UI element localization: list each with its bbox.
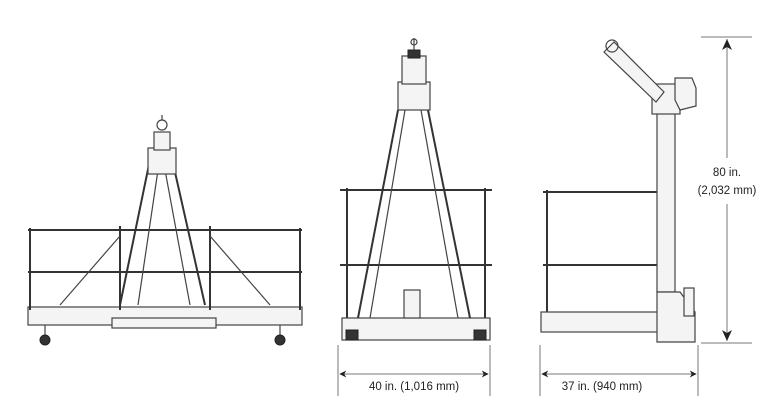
caster-right xyxy=(274,325,286,346)
side-view xyxy=(540,39,697,343)
width-side-label: 37 in. (940 mm) xyxy=(562,381,643,393)
extended-platform-view xyxy=(27,115,303,346)
width-dimension-front: 40 in. (1,016 mm) xyxy=(337,345,491,396)
height-label-mm: (2,032 mm) xyxy=(698,185,757,197)
width-front-label: 40 in. (1,016 mm) xyxy=(369,381,459,393)
caster-left xyxy=(39,325,51,346)
width-dimension-side: 37 in. (940 mm) xyxy=(539,345,699,396)
height-label-inches: 80 in. xyxy=(713,167,741,179)
front-view xyxy=(340,38,492,341)
height-dimension: 80 in. (2,032 mm) xyxy=(698,36,757,344)
